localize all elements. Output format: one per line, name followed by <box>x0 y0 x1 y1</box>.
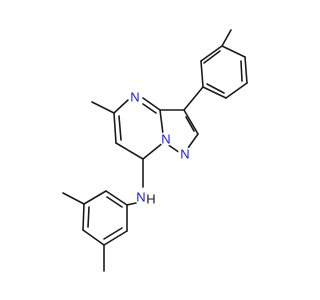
atom-n-pyrazole: N <box>180 147 189 162</box>
bond-tolyl-4b <box>240 60 243 82</box>
bond-c5-c6 <box>113 112 117 144</box>
bond-c3a-n4b <box>142 103 157 114</box>
bond-aryl-5 <box>103 230 128 246</box>
bond-aryl-3b <box>87 206 90 228</box>
atom-h-amine: H <box>146 192 155 207</box>
bond-tolyl-c3 <box>183 86 204 111</box>
bond-c3-c2 <box>183 109 199 135</box>
bond-c6-c7 <box>115 142 144 160</box>
bond-tolyl-6b <box>206 83 225 94</box>
bond-c5-methyl <box>91 101 115 114</box>
bond-c5-c6b <box>118 115 122 141</box>
atom-n-bridgehead: N <box>161 132 170 147</box>
bond-aryl-2 <box>83 190 107 205</box>
bond-tolyl-5 <box>225 82 248 99</box>
bond-aryl-1 <box>105 190 128 206</box>
bond-tolyl-3 <box>221 45 246 58</box>
bonds <box>62 29 248 272</box>
bond-tolyl-4 <box>244 56 248 84</box>
molecule-structure: N N N N H <box>62 29 248 272</box>
bond-aryl-methyl-top <box>62 192 85 205</box>
bond-aryl-3 <box>82 203 85 231</box>
bond-tolyl-1 <box>200 60 204 88</box>
bond-tolyl-2b <box>203 50 221 64</box>
bond-n-aryl <box>126 202 137 206</box>
atom-n-amine: N <box>136 190 145 205</box>
bond-tolyl-2 <box>200 45 223 62</box>
atom-n-pyrimidine: N <box>130 90 139 105</box>
bond-c3a-n4 <box>142 97 161 111</box>
bond-n4-c5 <box>113 99 129 114</box>
bond-aryl-1b <box>106 196 123 208</box>
bond-aryl-4 <box>82 229 105 246</box>
bond-tolyl-6 <box>202 86 227 99</box>
bond-c7-n7a <box>142 141 165 160</box>
bond-c3-c2b <box>185 116 195 132</box>
bond-aryl-5b <box>103 227 123 240</box>
atom-labels: N N N N H <box>128 90 192 207</box>
bond-tolyl-methyl <box>221 29 232 47</box>
